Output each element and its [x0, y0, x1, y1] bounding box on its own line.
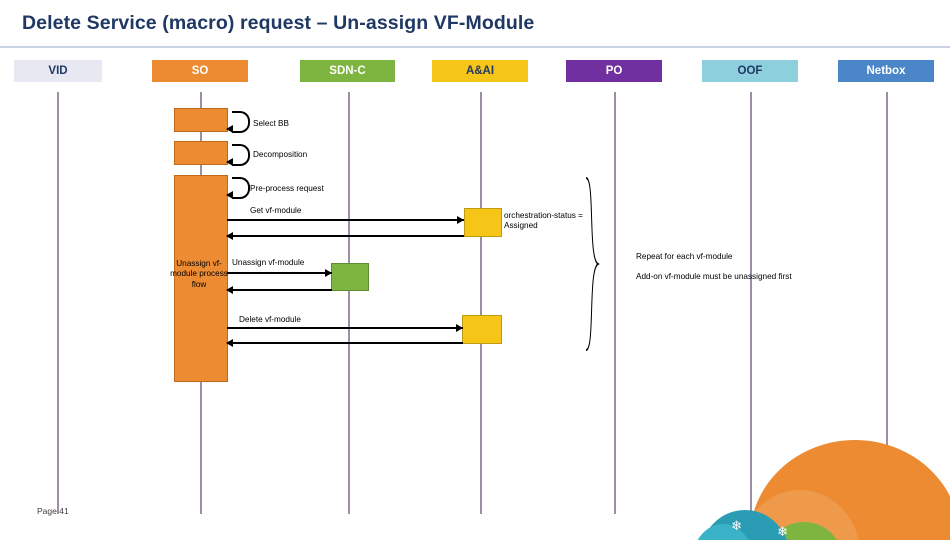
selfloop-select-bb-arrow: [226, 125, 233, 133]
lifeline-vid: [57, 92, 59, 514]
message-label-select-bb: Select BB: [253, 119, 289, 128]
lane-header-aai[interactable]: A&AI: [432, 60, 528, 82]
message-line-get-vf-module: [227, 219, 464, 221]
selfloop-select-bb: [232, 111, 250, 133]
message-arrow-unassign-vf-module: [325, 269, 332, 277]
message-arrow-get-vf-module: [457, 216, 464, 224]
annotation-add-on-vf-module-note: Add-on vf-module must be unassigned firs…: [636, 272, 792, 281]
message-line-delete-vf-module: [227, 327, 463, 329]
lane-header-oof[interactable]: OOF: [702, 60, 798, 82]
lifeline-po: [614, 92, 616, 514]
message-line-delete-vf-module-return: [227, 342, 463, 344]
activation-so-select-bb: [174, 108, 228, 132]
message-label-unassign-vf-module: Unassign vf-module: [232, 258, 305, 267]
annotation-orchestration-status: orchestration-status = Assigned: [504, 211, 583, 231]
activation-so-decomposition: [174, 141, 228, 165]
lane-header-sdnc[interactable]: SDN-C: [300, 60, 395, 82]
page-title: Delete Service (macro) request – Un-assi…: [22, 12, 535, 34]
message-arrow-get-vf-module-return: [226, 232, 233, 240]
decor-shape-orange-2: [740, 490, 860, 540]
message-label-get-vf-module: Get vf-module: [250, 206, 302, 215]
repeat-brace: [584, 176, 604, 381]
lane-header-so[interactable]: SO: [152, 60, 248, 82]
decor-accent-line: [870, 462, 892, 464]
lifeline-oof: [750, 92, 752, 514]
lane-header-netbox[interactable]: Netbox: [838, 60, 934, 82]
message-line-unassign-vf-module-return: [227, 289, 332, 291]
lifeline-aai: [480, 92, 482, 514]
message-line-get-vf-module-return: [227, 235, 464, 237]
message-line-unassign-vf-module: [227, 272, 332, 274]
message-arrow-delete-vf-module-return: [226, 339, 233, 347]
message-label-decomposition: Decomposition: [253, 150, 308, 159]
decorative-corner-graphic: ❄ ❄: [660, 430, 950, 540]
lifeline-netbox: [886, 92, 888, 514]
message-arrow-delete-vf-module: [456, 324, 463, 332]
title-divider: [0, 46, 950, 48]
message-arrow-unassign-vf-module-return: [226, 286, 233, 294]
activation-aai-delete-vf-module: [462, 315, 502, 344]
lane-header-po[interactable]: PO: [566, 60, 662, 82]
activation-sdnc-unassign: [331, 263, 369, 291]
lifeline-sdnc: [348, 92, 350, 514]
lane-header-vid[interactable]: VID: [14, 60, 102, 82]
message-label-pre-process-request: Pre-process request: [250, 184, 324, 193]
selfloop-pre-process-request-arrow: [226, 191, 233, 199]
snowflake-icon-2: ❄: [777, 524, 788, 539]
message-label-delete-vf-module: Delete vf-module: [239, 315, 301, 324]
decor-shape-teal: [700, 510, 790, 540]
decor-shape-green: [766, 522, 842, 540]
annotation-unassign-process-flow: Unassign vf-module process flow: [170, 259, 228, 289]
decor-shape-orange: [750, 440, 950, 540]
snowflake-icon-1: ❄: [731, 518, 742, 533]
activation-so-main: [174, 175, 228, 382]
activation-aai-get-vf-module: [464, 208, 502, 237]
selfloop-pre-process-request: [232, 177, 250, 199]
selfloop-decomposition-arrow: [226, 158, 233, 166]
annotation-repeat-for-each-vf-module: Repeat for each vf-module: [636, 252, 733, 261]
selfloop-decomposition: [232, 144, 250, 166]
decor-shape-teal-2: [692, 524, 754, 540]
page-number: Page 41: [37, 506, 69, 516]
